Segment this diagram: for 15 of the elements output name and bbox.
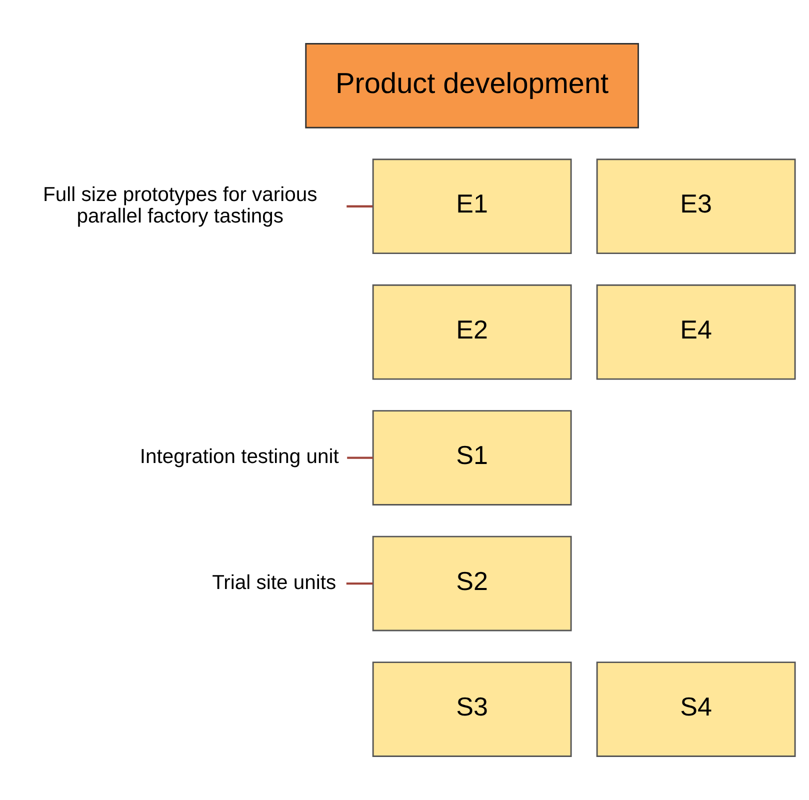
node-box: Product development (305, 43, 639, 128)
node-box: S1 (372, 410, 572, 506)
node-text: Integration testing unit (140, 446, 339, 468)
node-text: Full size prototypes for various parallel factory tastings (43, 184, 318, 228)
connector (347, 456, 373, 459)
node-box: S3 (372, 662, 572, 757)
node-box: E2 (372, 284, 572, 380)
node-box: E4 (596, 284, 796, 380)
connector (346, 582, 373, 585)
node-box: E3 (596, 158, 796, 254)
connector (346, 205, 373, 208)
node-box: E1 (372, 158, 572, 254)
node-box: S2 (372, 536, 572, 632)
node-text: Trial site units (212, 572, 336, 594)
node-box: S4 (596, 662, 796, 757)
